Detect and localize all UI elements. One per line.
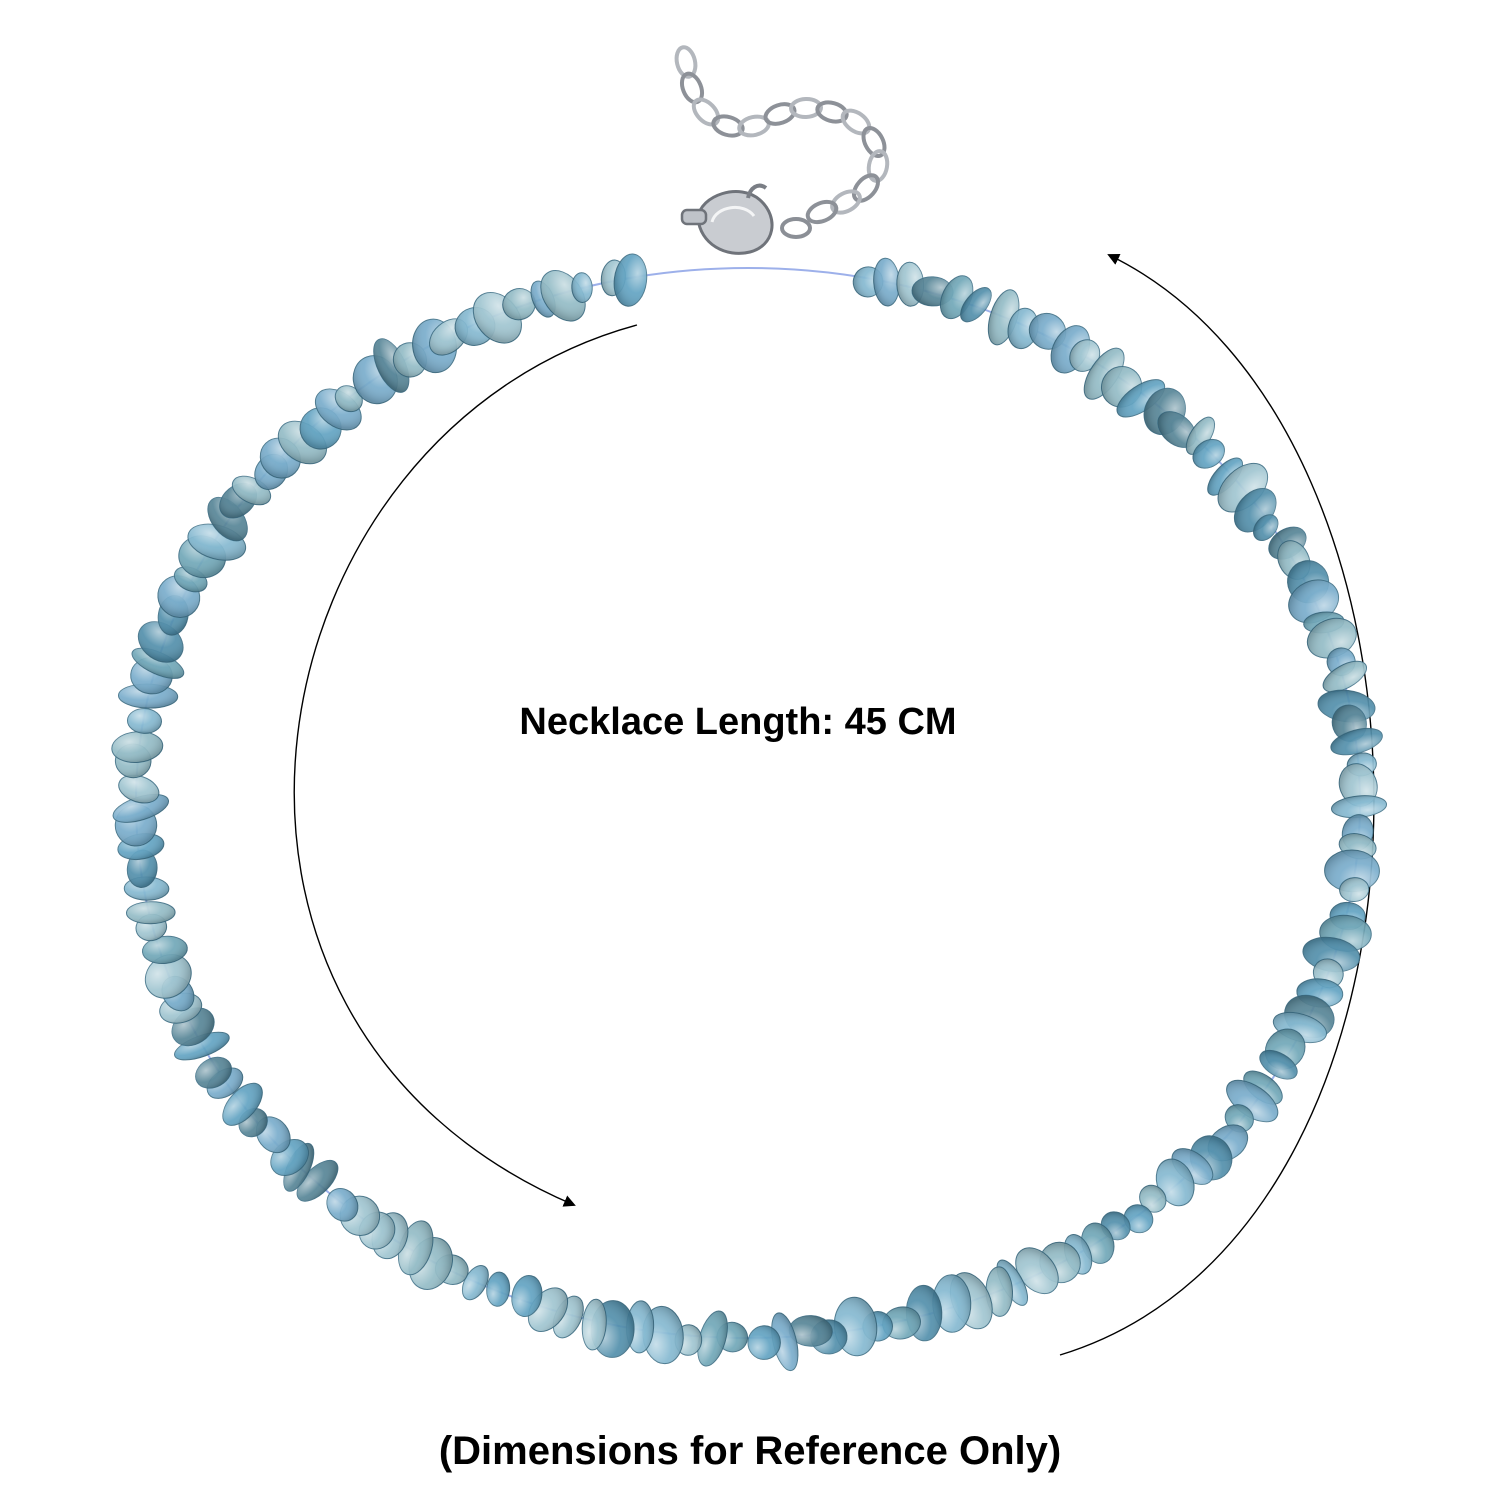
bead-highlight — [126, 901, 176, 924]
chain-link — [866, 149, 890, 183]
bead-highlight — [1192, 439, 1225, 469]
bead-strand — [111, 253, 1387, 1372]
bead-highlight — [932, 1274, 971, 1333]
bead-highlight — [222, 1083, 263, 1126]
bead-highlight — [462, 1265, 489, 1300]
bead-highlight — [174, 1032, 230, 1060]
bead-highlight — [1186, 417, 1215, 455]
chain-link — [815, 100, 849, 124]
bead-highlight — [511, 1275, 542, 1317]
bead-highlight — [111, 731, 163, 763]
bead-highlight — [1207, 458, 1243, 496]
bead-highlight — [373, 338, 409, 393]
bead-highlight — [873, 258, 900, 306]
bead-highlight — [1331, 795, 1387, 818]
chain-link — [861, 125, 887, 159]
bead-highlight — [571, 272, 593, 303]
bead-highlight — [142, 936, 188, 964]
bead-highlight — [1124, 1204, 1153, 1233]
bead-highlight — [1139, 1185, 1166, 1213]
bead-highlight — [1116, 379, 1165, 417]
bead-highlight — [1243, 1071, 1283, 1105]
bead-highlight — [1007, 308, 1039, 349]
bead-highlight — [1069, 339, 1100, 372]
bead-highlight — [145, 954, 192, 999]
bead-highlight — [747, 1325, 781, 1360]
bead-highlight — [1015, 1247, 1059, 1294]
chain-link — [789, 96, 823, 120]
bead-highlight — [326, 1188, 358, 1222]
chain-link — [805, 199, 839, 225]
left-dimension-arrow — [293, 324, 638, 1207]
bead-highlight — [132, 648, 184, 679]
bead-highlight — [118, 775, 159, 803]
bead-highlight — [502, 288, 536, 320]
bead-highlight — [1084, 348, 1124, 400]
necklace-length-label: Necklace Length: 45 CM — [519, 701, 957, 743]
bead-highlight — [1323, 661, 1367, 692]
chain-extender — [674, 45, 890, 225]
bead-highlight — [127, 708, 162, 734]
bead-highlight — [1156, 1159, 1195, 1206]
bead-highlight — [697, 1310, 728, 1367]
bead-highlight — [1259, 1050, 1298, 1080]
chain-link — [691, 97, 721, 127]
chain-link — [763, 102, 797, 126]
bead-highlight — [1253, 514, 1278, 541]
lobster-clasp — [680, 183, 812, 255]
bead-highlight — [582, 1299, 607, 1350]
bead-highlight — [1157, 411, 1196, 448]
chain-link — [830, 189, 862, 215]
bead-highlight — [335, 385, 363, 412]
right-dimension-arrow — [1059, 253, 1375, 1356]
chain-link — [674, 45, 698, 79]
bead-highlight — [1339, 877, 1369, 902]
chain-link — [711, 114, 745, 138]
bead-highlight — [297, 1160, 338, 1202]
bead-highlight — [113, 794, 169, 823]
bead-highlight — [626, 1300, 654, 1353]
bead-highlight — [486, 1272, 510, 1307]
bead-highlight — [960, 287, 992, 322]
bead-highlight — [195, 1057, 232, 1089]
bead-highlight — [771, 1312, 798, 1371]
bead-highlight — [1226, 1080, 1278, 1122]
chain-link — [851, 173, 881, 203]
reference-note: (Dimensions for Reference Only) — [438, 1429, 1062, 1473]
bead-highlight — [789, 1315, 833, 1347]
chain-link — [840, 108, 872, 136]
bead-highlight — [614, 254, 647, 307]
bead-highlight — [986, 1266, 1013, 1317]
bead-highlight — [1330, 728, 1383, 755]
